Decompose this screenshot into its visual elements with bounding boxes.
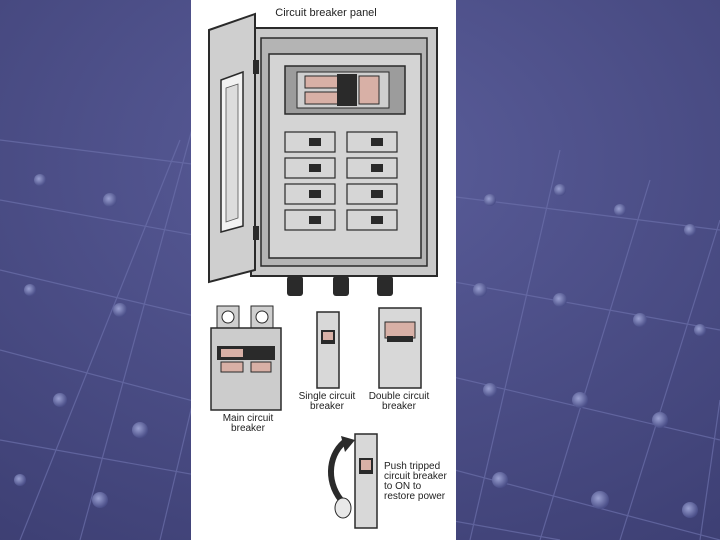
panel-box — [251, 28, 437, 296]
single-breaker-detail — [317, 312, 339, 388]
push-breaker-label: Push tripped circuit breaker to ON to re… — [384, 462, 454, 502]
main-breaker-label: Main circuit breaker — [205, 414, 291, 434]
single-breaker-label: Single circuit breaker — [295, 392, 359, 412]
breaker-panel-illustration — [191, 0, 456, 540]
diagram-title: Circuit breaker panel — [251, 8, 401, 18]
double-breaker-detail — [379, 308, 421, 388]
panel-door — [209, 14, 259, 282]
double-breaker-label: Double circuit breaker — [365, 392, 433, 412]
tripped-breaker-detail — [331, 434, 377, 528]
main-breaker-detail — [211, 306, 281, 410]
diagram-card: Circuit breaker panel Main circuit break… — [191, 0, 456, 540]
